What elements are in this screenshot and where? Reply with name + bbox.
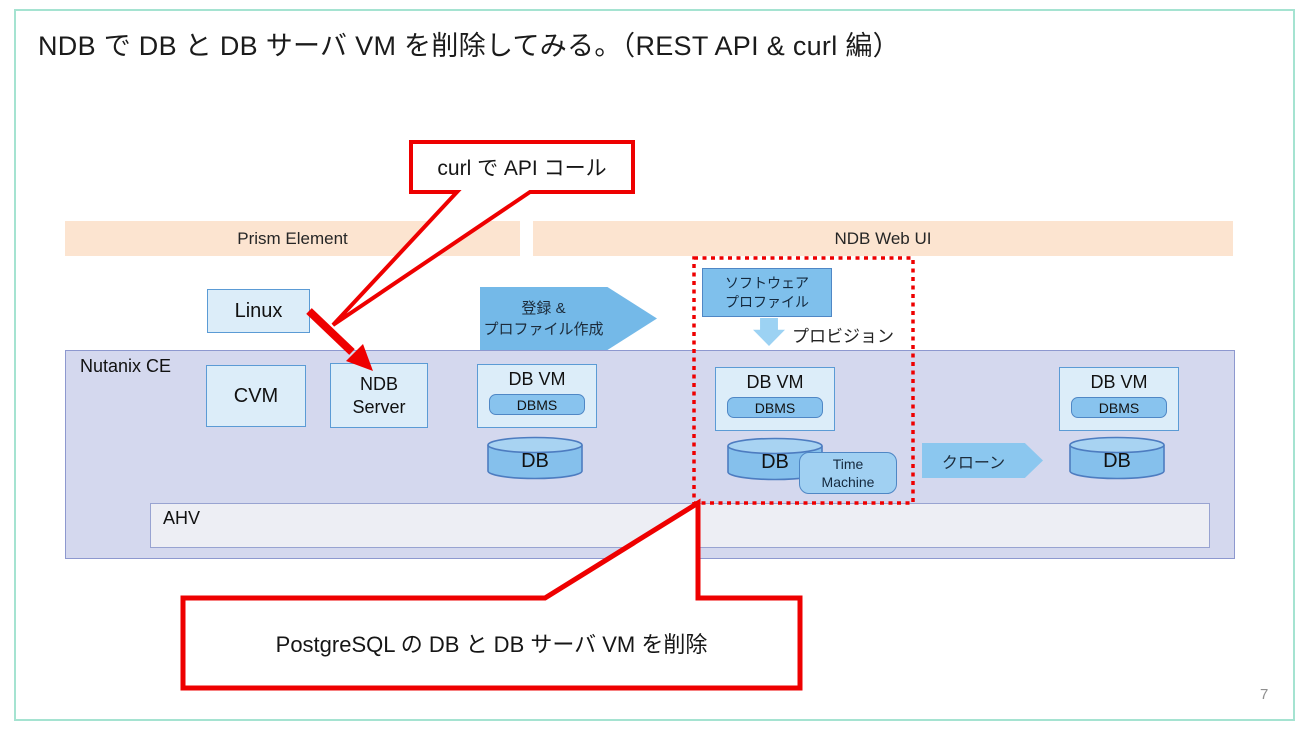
software-profile-box: ソフトウェア プロファイル	[702, 268, 832, 317]
ndb-server-label-line1: NDB	[359, 374, 398, 394]
db-vm-box: DB VM DBMS	[715, 367, 835, 431]
slide-title: NDB で DB と DB サーバ VM を削除してみる。（REST API &…	[38, 31, 900, 61]
ahv-bar: AHV	[150, 503, 1210, 548]
linux-box: Linux	[207, 289, 310, 333]
page-number: 7	[1260, 686, 1269, 703]
cvm-box: CVM	[206, 365, 306, 427]
slide-border	[14, 9, 1295, 721]
dbms-box: DBMS	[727, 397, 823, 418]
clone-arrow: クローン	[922, 443, 1043, 478]
software-profile-label-line1: ソフトウェア	[725, 274, 809, 291]
delete-callout-text: PostgreSQL の DB と DB サーバ VM を削除	[275, 632, 708, 657]
cvm-label: CVM	[233, 384, 279, 407]
band-ndb-web-ui: NDB Web UI	[533, 221, 1233, 256]
linux-label: Linux	[234, 299, 283, 322]
db-label: DB	[1103, 450, 1131, 472]
time-machine-box: Time Machine	[799, 452, 897, 494]
register-arrow-label-line2: プロファイル作成	[483, 320, 604, 338]
register-arrow-label-line1: 登録 &	[521, 299, 566, 317]
ndb-server-box: NDB Server	[330, 363, 428, 428]
nutanix-ce-label: Nutanix CE	[80, 356, 172, 376]
clone-arrow-label: クローン	[941, 454, 1006, 472]
ahv-label: AHV	[163, 508, 201, 528]
provision-label: プロビジョン	[792, 327, 894, 346]
dbms-box: DBMS	[489, 394, 585, 415]
db-vm-box: DB VM DBMS	[477, 364, 597, 428]
db-vm-label: DB VM	[746, 372, 804, 392]
curl-callout-text: curl で API コール	[437, 157, 607, 180]
band-prism-element: Prism Element	[65, 221, 520, 256]
db-cylinder-icon	[1069, 436, 1165, 480]
ndb-server-label-line2: Server	[352, 396, 406, 417]
db-cylinder: DB	[1068, 436, 1166, 480]
time-machine-label-line2: Machine	[821, 474, 875, 490]
db-label: DB	[521, 450, 549, 472]
band-ndb-web-ui-label: NDB Web UI	[834, 228, 932, 248]
db-vm-label: DB VM	[508, 369, 566, 389]
db-vm-label: DB VM	[1090, 372, 1148, 392]
db-vm-box: DB VM DBMS	[1059, 367, 1179, 431]
time-machine-label-line1: Time	[832, 455, 864, 472]
software-profile-label-line2: プロファイル	[725, 293, 809, 310]
db-cylinder-icon	[487, 436, 583, 480]
db-cylinder: DB	[486, 436, 584, 480]
dbms-box: DBMS	[1071, 397, 1167, 418]
band-prism-element-label: Prism Element	[237, 228, 348, 248]
